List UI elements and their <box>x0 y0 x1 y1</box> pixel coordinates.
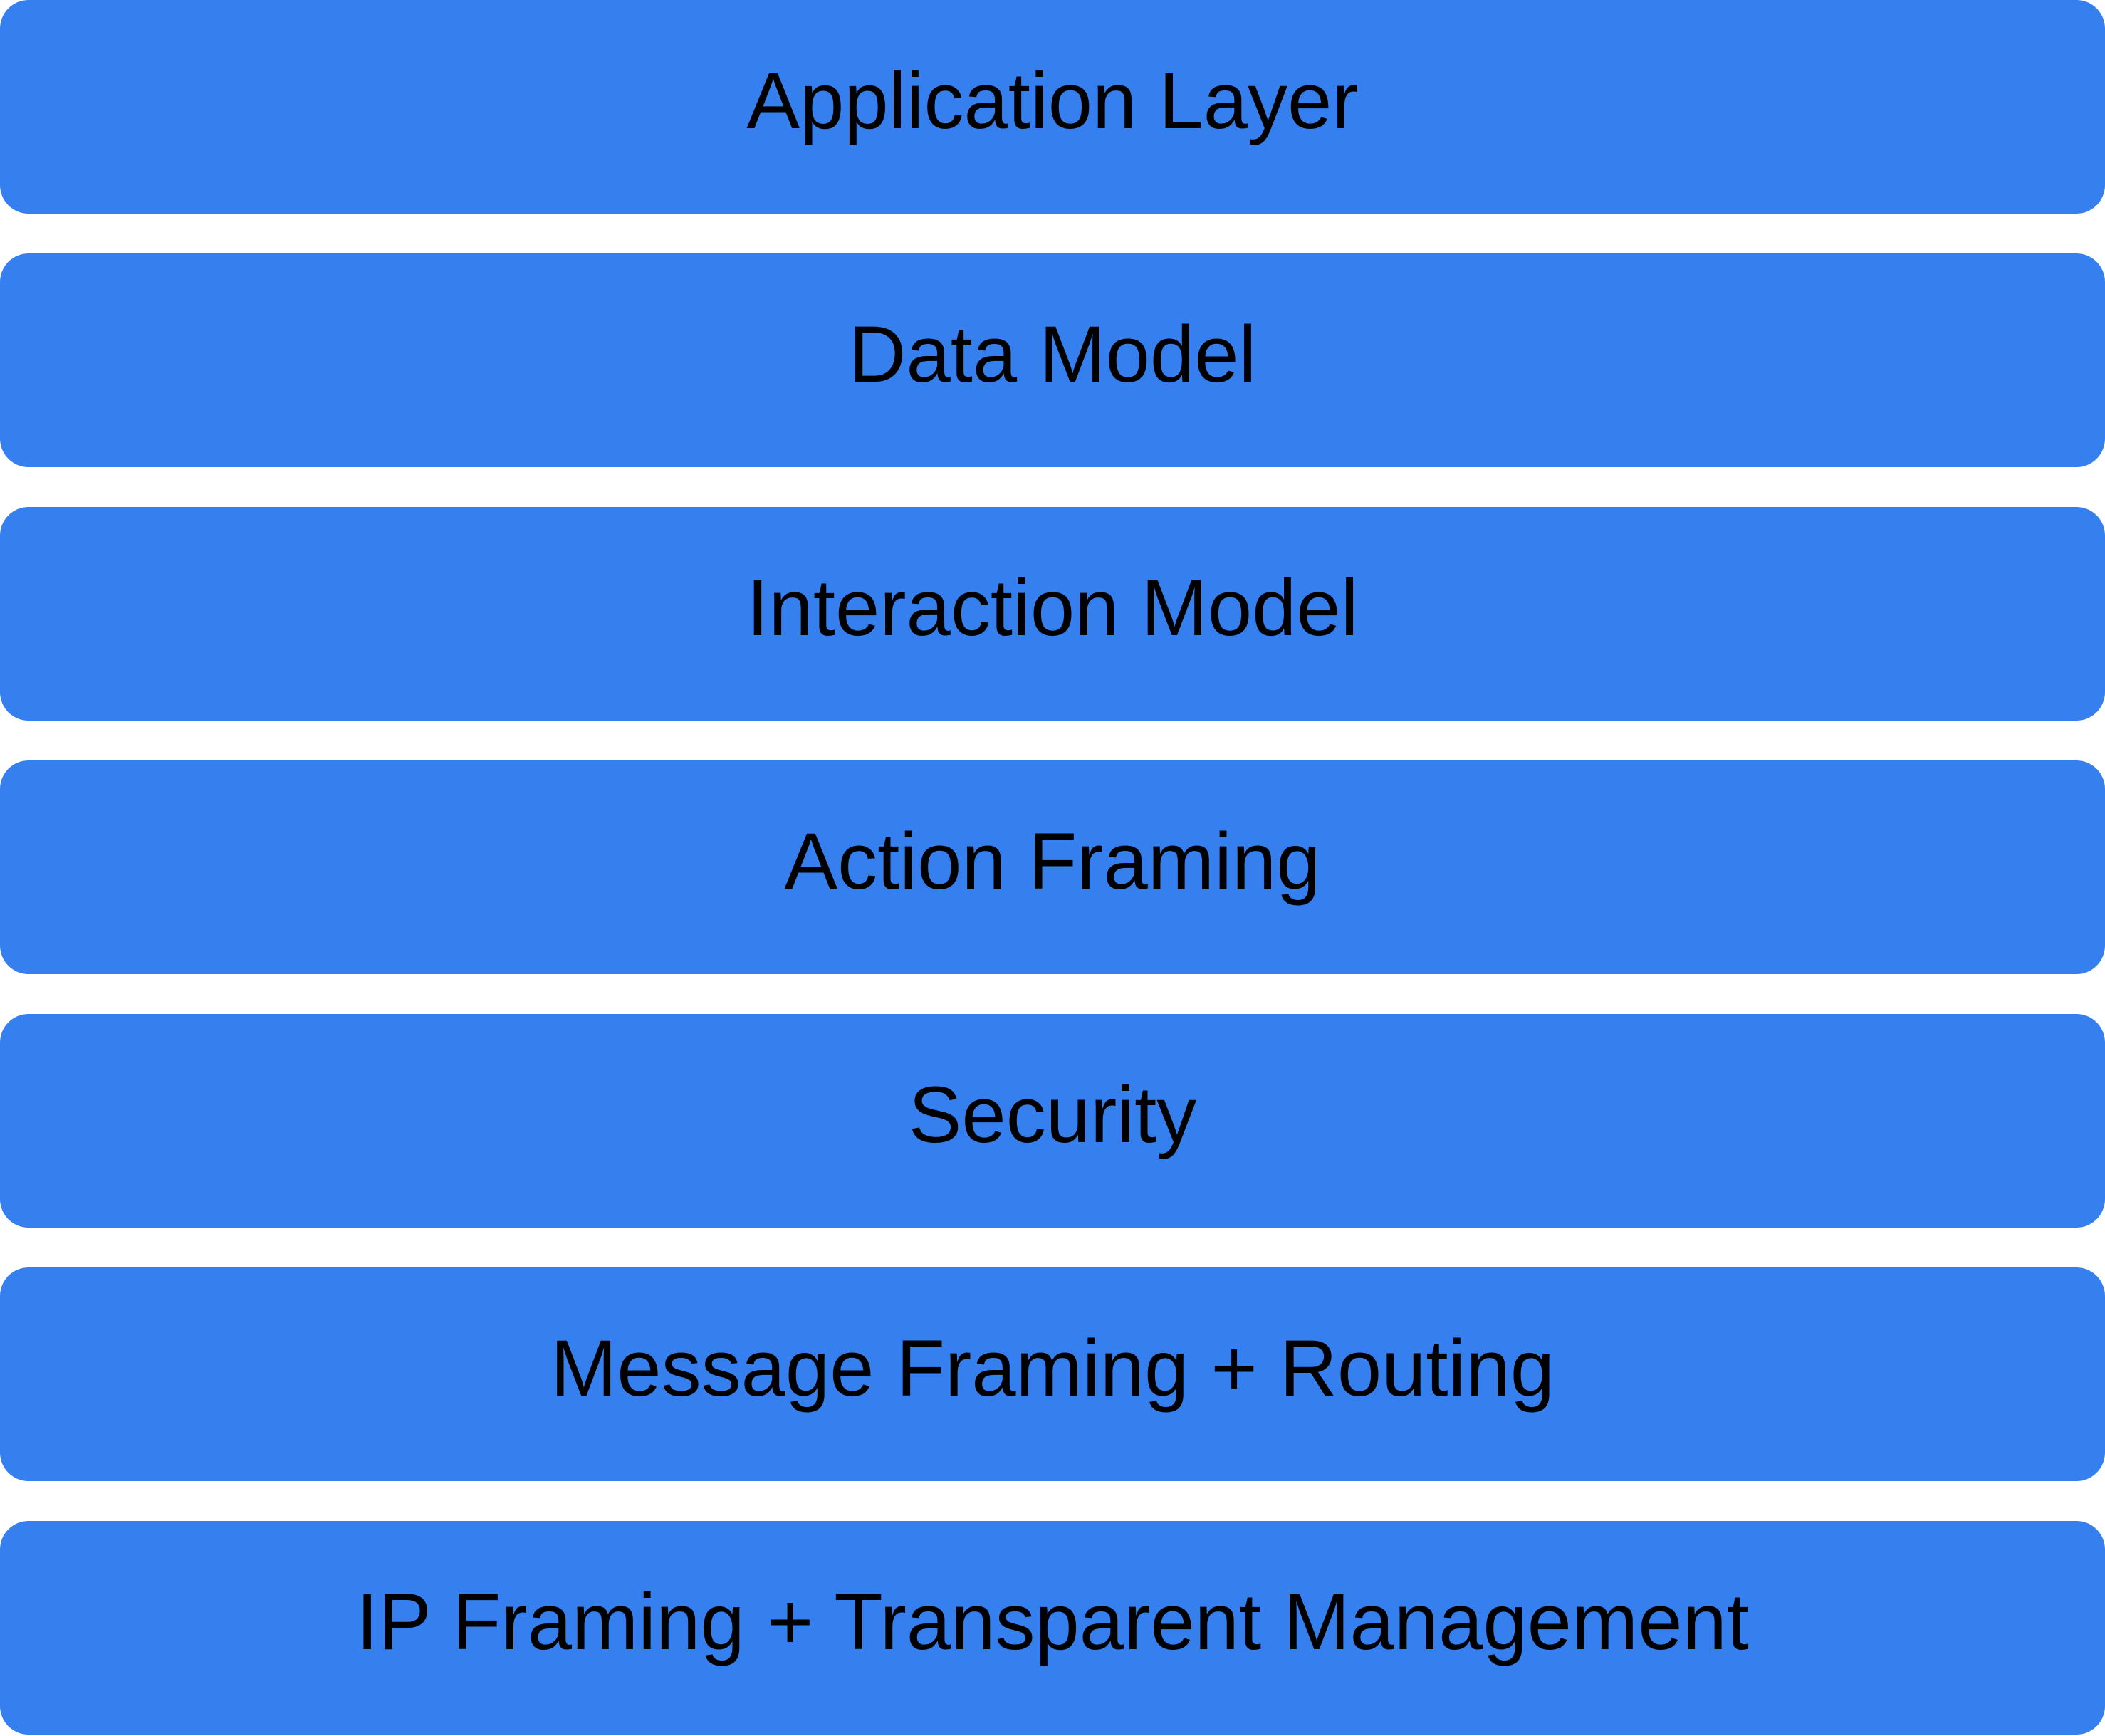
layer-security-label: Security <box>908 1070 1197 1159</box>
layer-data-model: Data Model <box>0 253 2105 467</box>
layer-interaction-model: Interaction Model <box>0 507 2105 721</box>
layer-message-framing-routing: Message Framing + Routing <box>0 1267 2105 1481</box>
layer-security: Security <box>0 1014 2105 1228</box>
layer-action-framing-label: Action Framing <box>784 817 1321 906</box>
layer-application-label: Application Layer <box>746 56 1359 145</box>
layer-message-framing-routing-label: Message Framing + Routing <box>550 1324 1555 1413</box>
layer-interaction-model-label: Interaction Model <box>746 563 1359 652</box>
layer-ip-framing-transparent-management: IP Framing + Transparent Management <box>0 1521 2105 1735</box>
layer-application: Application Layer <box>0 0 2105 214</box>
layer-action-framing: Action Framing <box>0 760 2105 974</box>
layer-ip-framing-transparent-management-label: IP Framing + Transparent Management <box>356 1577 1749 1666</box>
layer-data-model-label: Data Model <box>848 310 1257 399</box>
